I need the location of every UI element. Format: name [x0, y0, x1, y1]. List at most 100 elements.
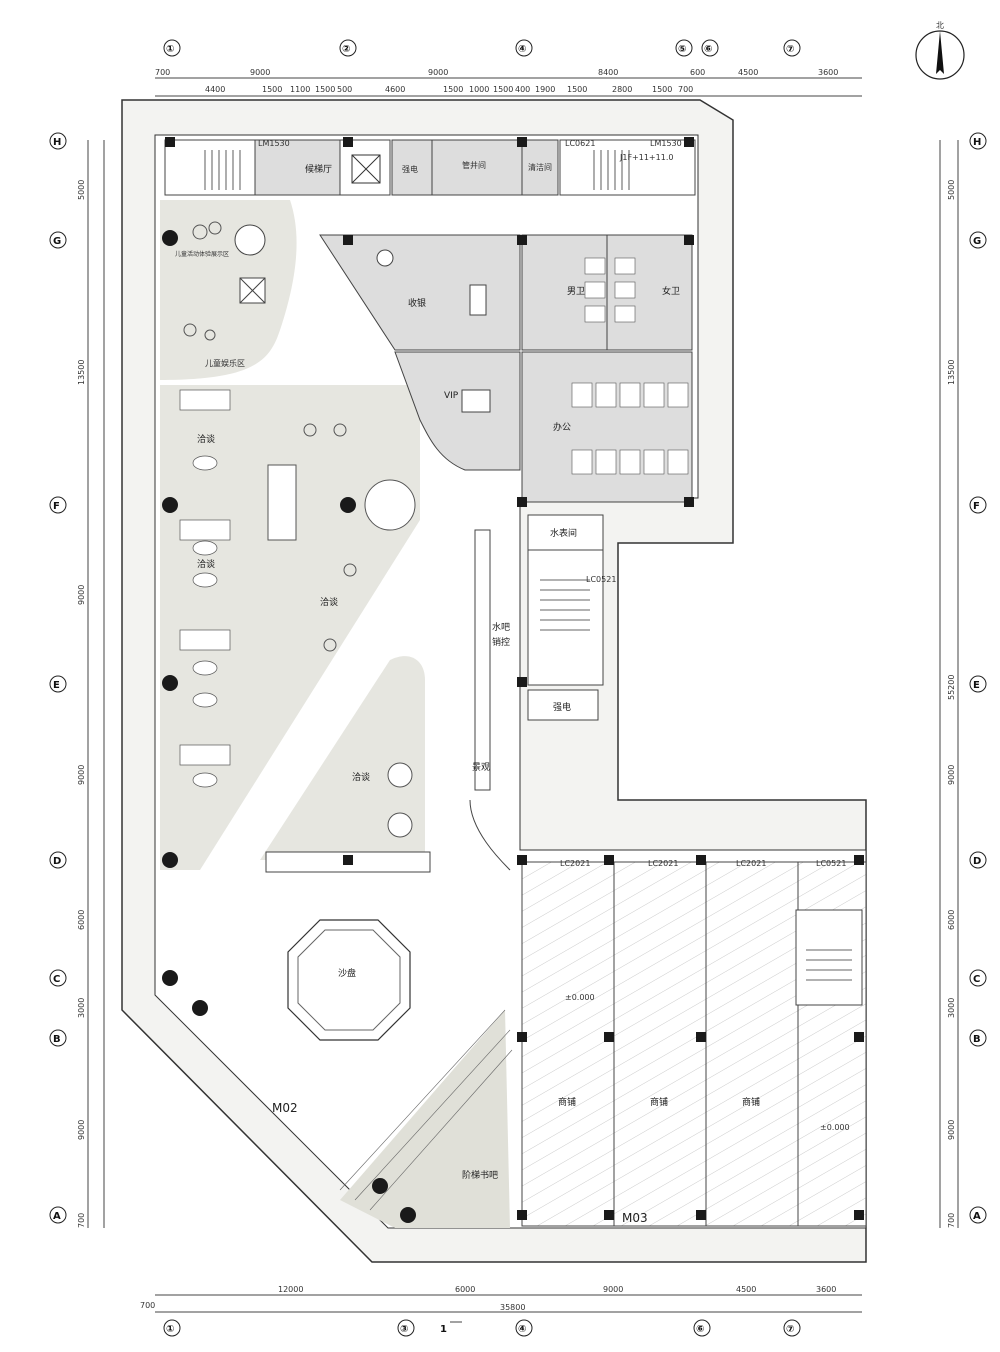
dim-right-4: 9000: [947, 765, 956, 785]
axis-right-g: G: [973, 236, 981, 247]
dim-left-3: 9000: [77, 765, 86, 785]
window-tag-1: LM1530: [258, 139, 290, 148]
dim-left-7: 700: [77, 1213, 86, 1228]
axis-bottom-7: ⑦: [786, 1324, 794, 1335]
dim-top-0: 700: [155, 68, 170, 77]
dim-left-2: 9000: [77, 585, 86, 605]
stair-tag-top: J1F+11+11.0: [619, 153, 673, 162]
room-reception: 收银: [408, 297, 426, 309]
dim-left-1: 13500: [77, 360, 86, 385]
room-view: 景观: [472, 762, 490, 773]
window-tag-8: LC0521: [816, 859, 846, 868]
dim-top-2: 9000: [428, 68, 448, 77]
window-tag-5: LC2021: [560, 859, 590, 868]
shops: 商铺 商铺 商铺 ±0.000 ±0.000 LC2021 LC2021 LC2…: [521, 575, 867, 1227]
window-tag-4: LM1530: [650, 139, 682, 148]
dim-bottom-total: 35800: [500, 1303, 525, 1312]
axis-left-b: B: [53, 1034, 61, 1045]
room-strong-elec-mid: 强电: [553, 701, 571, 713]
dim-detail-3: 1500: [315, 85, 335, 94]
room-water-meter: 水表间: [550, 527, 577, 539]
kids-play-area: 儿童活动体验展示区 儿童娱乐区: [175, 221, 266, 368]
axis-bottom-3: ③: [400, 1324, 408, 1335]
dim-right-6: 3000: [947, 998, 956, 1018]
dim-detail-1: 1500: [262, 85, 282, 94]
kids-label: 儿童娱乐区: [205, 358, 245, 368]
dim-right-7: 9000: [947, 1120, 956, 1140]
dim-right-5: 6000: [947, 910, 956, 930]
door-tag-m03: M03: [622, 1211, 648, 1225]
axis-top-6: ⑥: [704, 44, 712, 55]
door-tag-m02: M02: [272, 1101, 298, 1115]
dim-left-0: 5000: [77, 180, 86, 200]
dim-left-4: 6000: [77, 910, 86, 930]
stair-core-mid: 水表间 强电: [527, 514, 604, 721]
room-negotiate-1: 洽谈: [197, 433, 215, 445]
shop-elevation-1: ±0.000: [565, 993, 595, 1002]
right-dimensions: H G F E D C B A 5000 13500 55200 9000 60…: [939, 132, 987, 1228]
room-waiting-hall: 候梯厅: [305, 163, 332, 175]
dim-right-2: 13500: [947, 360, 956, 385]
back-office-area: 收银 VIP 男卫 女卫 办公: [319, 234, 693, 503]
dim-detail-0: 4400: [205, 85, 225, 94]
room-shop-3: 商铺: [742, 1096, 760, 1108]
dim-detail-13: 1500: [652, 85, 672, 94]
water-bar: 水吧 销控 景观: [469, 529, 511, 871]
room-negotiate-3: 洽谈: [320, 596, 338, 608]
room-step-book-bar: 阶梯书吧: [462, 1169, 498, 1181]
dim-detail-5: 4600: [385, 85, 405, 94]
axis-bottom-6: ⑥: [696, 1324, 704, 1335]
dim-detail-7: 1000: [469, 85, 489, 94]
structural-columns: [162, 137, 864, 1223]
booth-column: [179, 389, 231, 788]
dim-right-0: 5000: [947, 180, 956, 200]
dim-bottom-5: 3600: [816, 1285, 836, 1294]
room-sales-control: 销控: [492, 636, 510, 648]
room-womens-toilet: 女卫: [662, 285, 680, 297]
window-tag-3: LC0621: [565, 139, 595, 148]
compass-label: 北: [936, 21, 944, 30]
room-water-bar: 水吧: [492, 621, 510, 633]
room-office: 办公: [553, 421, 571, 433]
bottom-dimensions: 700 12000 6000 9000 4500 3600 35800 ① ③ …: [140, 1285, 862, 1337]
axis-left-e: E: [53, 680, 60, 691]
dim-bottom-0: 700: [140, 1301, 155, 1310]
dim-bottom-4: 4500: [736, 1285, 756, 1294]
dim-top-5: 4500: [738, 68, 758, 77]
room-cleaning: 清洁间: [528, 162, 552, 172]
dim-bottom-1: 12000: [278, 1285, 303, 1294]
axis-top-2: ②: [342, 44, 350, 55]
dim-top-1: 9000: [250, 68, 270, 77]
top-dimensions: 700 9000 9000 8400 600 4500 3600 4400 15…: [155, 39, 862, 97]
axis-right-h: H: [973, 137, 981, 148]
room-strong-elec-top: 强电: [402, 164, 418, 174]
axis-right-e: E: [973, 680, 980, 691]
dim-left-6: 9000: [77, 1120, 86, 1140]
dim-bottom-3: 9000: [603, 1285, 623, 1294]
sand-table: 沙盘: [287, 919, 411, 1041]
north-compass-icon: 北: [915, 21, 965, 80]
room-vip: VIP: [444, 391, 459, 401]
room-negotiate-2: 洽谈: [197, 558, 215, 570]
dim-right-total: 55200: [947, 675, 956, 700]
window-tag-6: LC2021: [648, 859, 678, 868]
dim-detail-4: 500: [337, 85, 352, 94]
dim-top-4: 600: [690, 68, 705, 77]
axis-left-c: C: [53, 974, 60, 985]
window-tag-7: LC2021: [736, 859, 766, 868]
room-sand-table: 沙盘: [338, 967, 356, 979]
axis-right-a: A: [973, 1211, 981, 1222]
dim-detail-11: 1500: [567, 85, 587, 94]
dim-detail-8: 1500: [493, 85, 513, 94]
axis-right-d: D: [973, 856, 981, 867]
dim-left-5: 3000: [77, 998, 86, 1018]
shop-elevation-2: ±0.000: [820, 1123, 850, 1132]
room-negotiate-4: 洽谈: [352, 771, 370, 783]
dim-right-8: 700: [947, 1213, 956, 1228]
step-book-bar: 阶梯书吧: [339, 1009, 513, 1211]
axis-bottom-4: ④: [518, 1324, 526, 1335]
dim-top-3: 8400: [598, 68, 618, 77]
kids-label-small: 儿童活动体验展示区: [175, 250, 229, 258]
